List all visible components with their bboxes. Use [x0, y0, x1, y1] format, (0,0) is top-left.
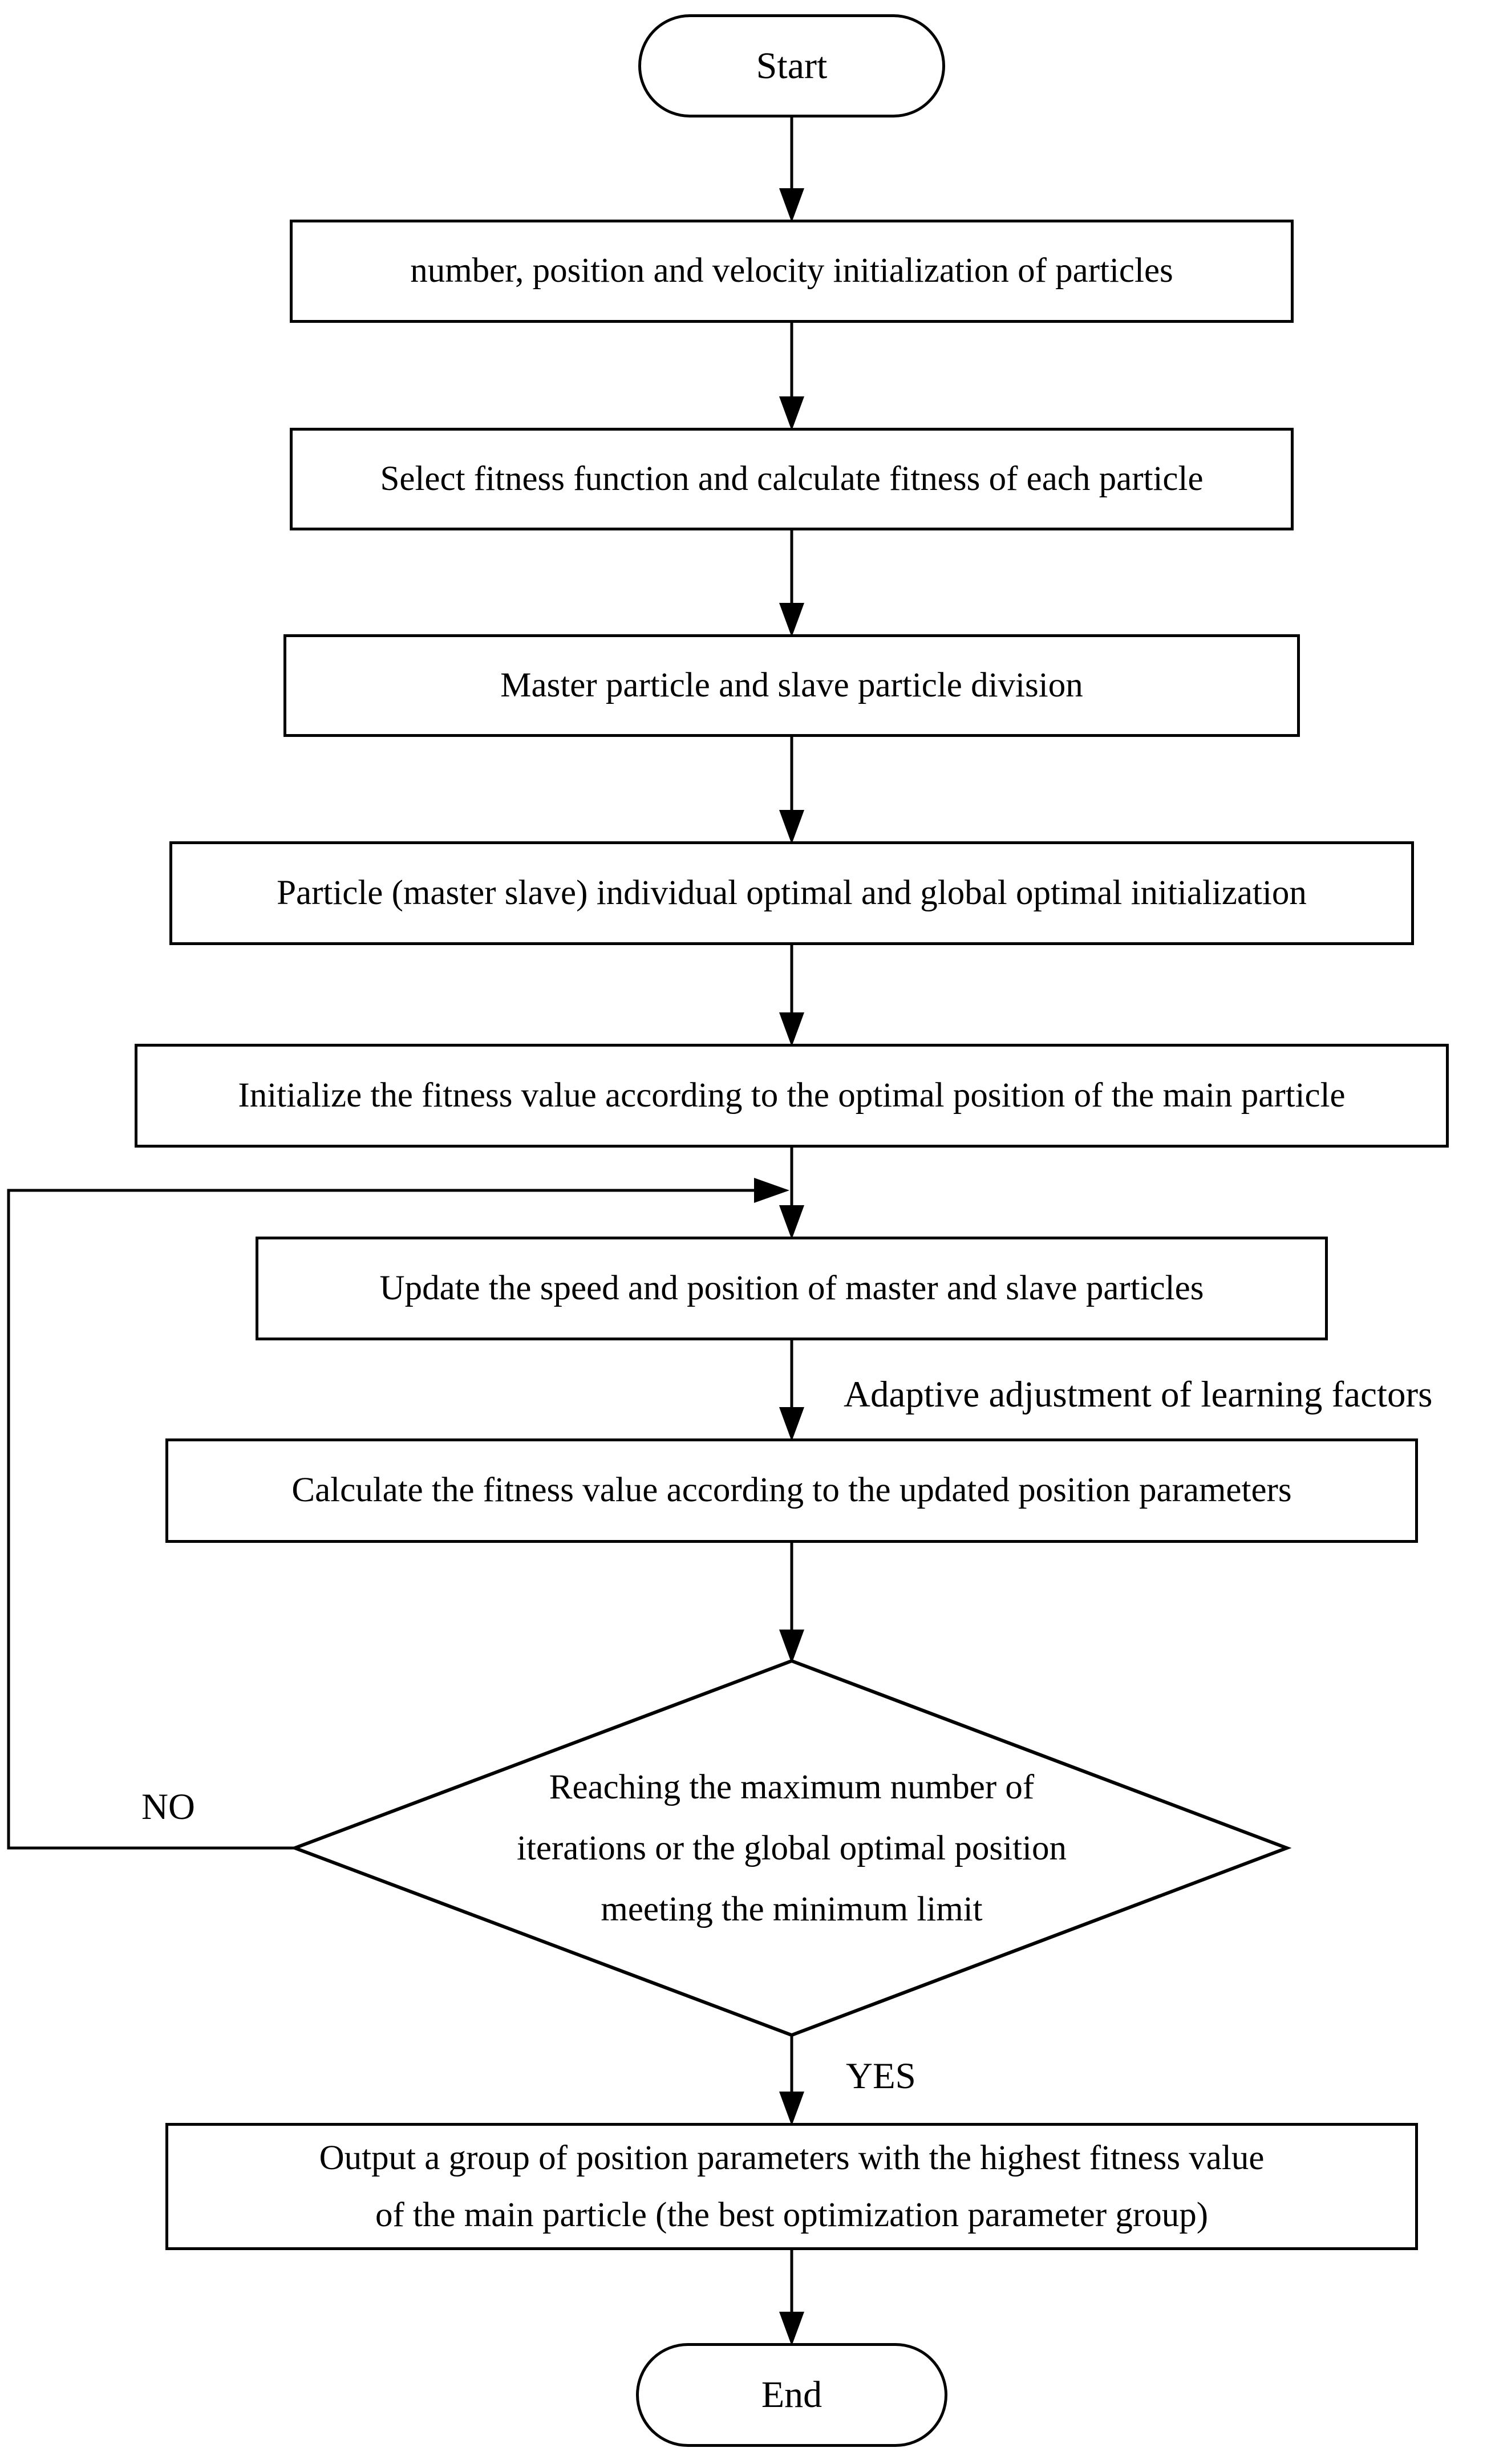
process-output-parameters: Output a group of position parameters wi… [165, 2123, 1418, 2250]
edge-label-adaptive-adjustment: Adaptive adjustment of learning factors [844, 1374, 1433, 1415]
decision-diamond-label: Reaching the maximum number of iteration… [517, 1768, 1067, 1928]
edge-label-no: NO [141, 1786, 195, 1827]
arrowhead-no-junction [754, 1178, 789, 1203]
arrowhead-1 [779, 188, 804, 222]
arrowhead-3 [779, 603, 804, 637]
no-loop-line [7, 1189, 755, 1850]
edge-label-yes: YES [846, 2056, 916, 2097]
process-update-speed-position: Update the speed and position of master … [256, 1237, 1328, 1340]
arrowhead-8 [779, 1630, 804, 1664]
process-optimal-initialization: Particle (master slave) individual optim… [169, 841, 1414, 945]
arrowhead-yes [779, 2092, 804, 2126]
arrowhead-5 [779, 1012, 804, 1047]
start-terminator: Start [638, 14, 945, 117]
arrowhead-7 [779, 1407, 804, 1441]
process-select-fitness: Select fitness function and calculate fi… [290, 428, 1294, 530]
arrowhead-2 [779, 396, 804, 431]
arrowhead-to-end [779, 2312, 804, 2346]
end-terminator: End [636, 2343, 947, 2447]
arrowhead-6 [779, 1205, 804, 1239]
process-init-particles: number, position and velocity initializa… [290, 220, 1294, 323]
process-init-fitness-value: Initialize the fitness value according t… [135, 1044, 1449, 1148]
arrowhead-4 [779, 810, 804, 844]
arrow-shafts [7, 117, 793, 2315]
process-calc-fitness-value: Calculate the fitness value according to… [165, 1438, 1418, 1543]
decision-diamond-shape [290, 1659, 1292, 2037]
arrowheads [754, 188, 804, 2346]
process-particle-division: Master particle and slave particle divis… [283, 634, 1300, 737]
